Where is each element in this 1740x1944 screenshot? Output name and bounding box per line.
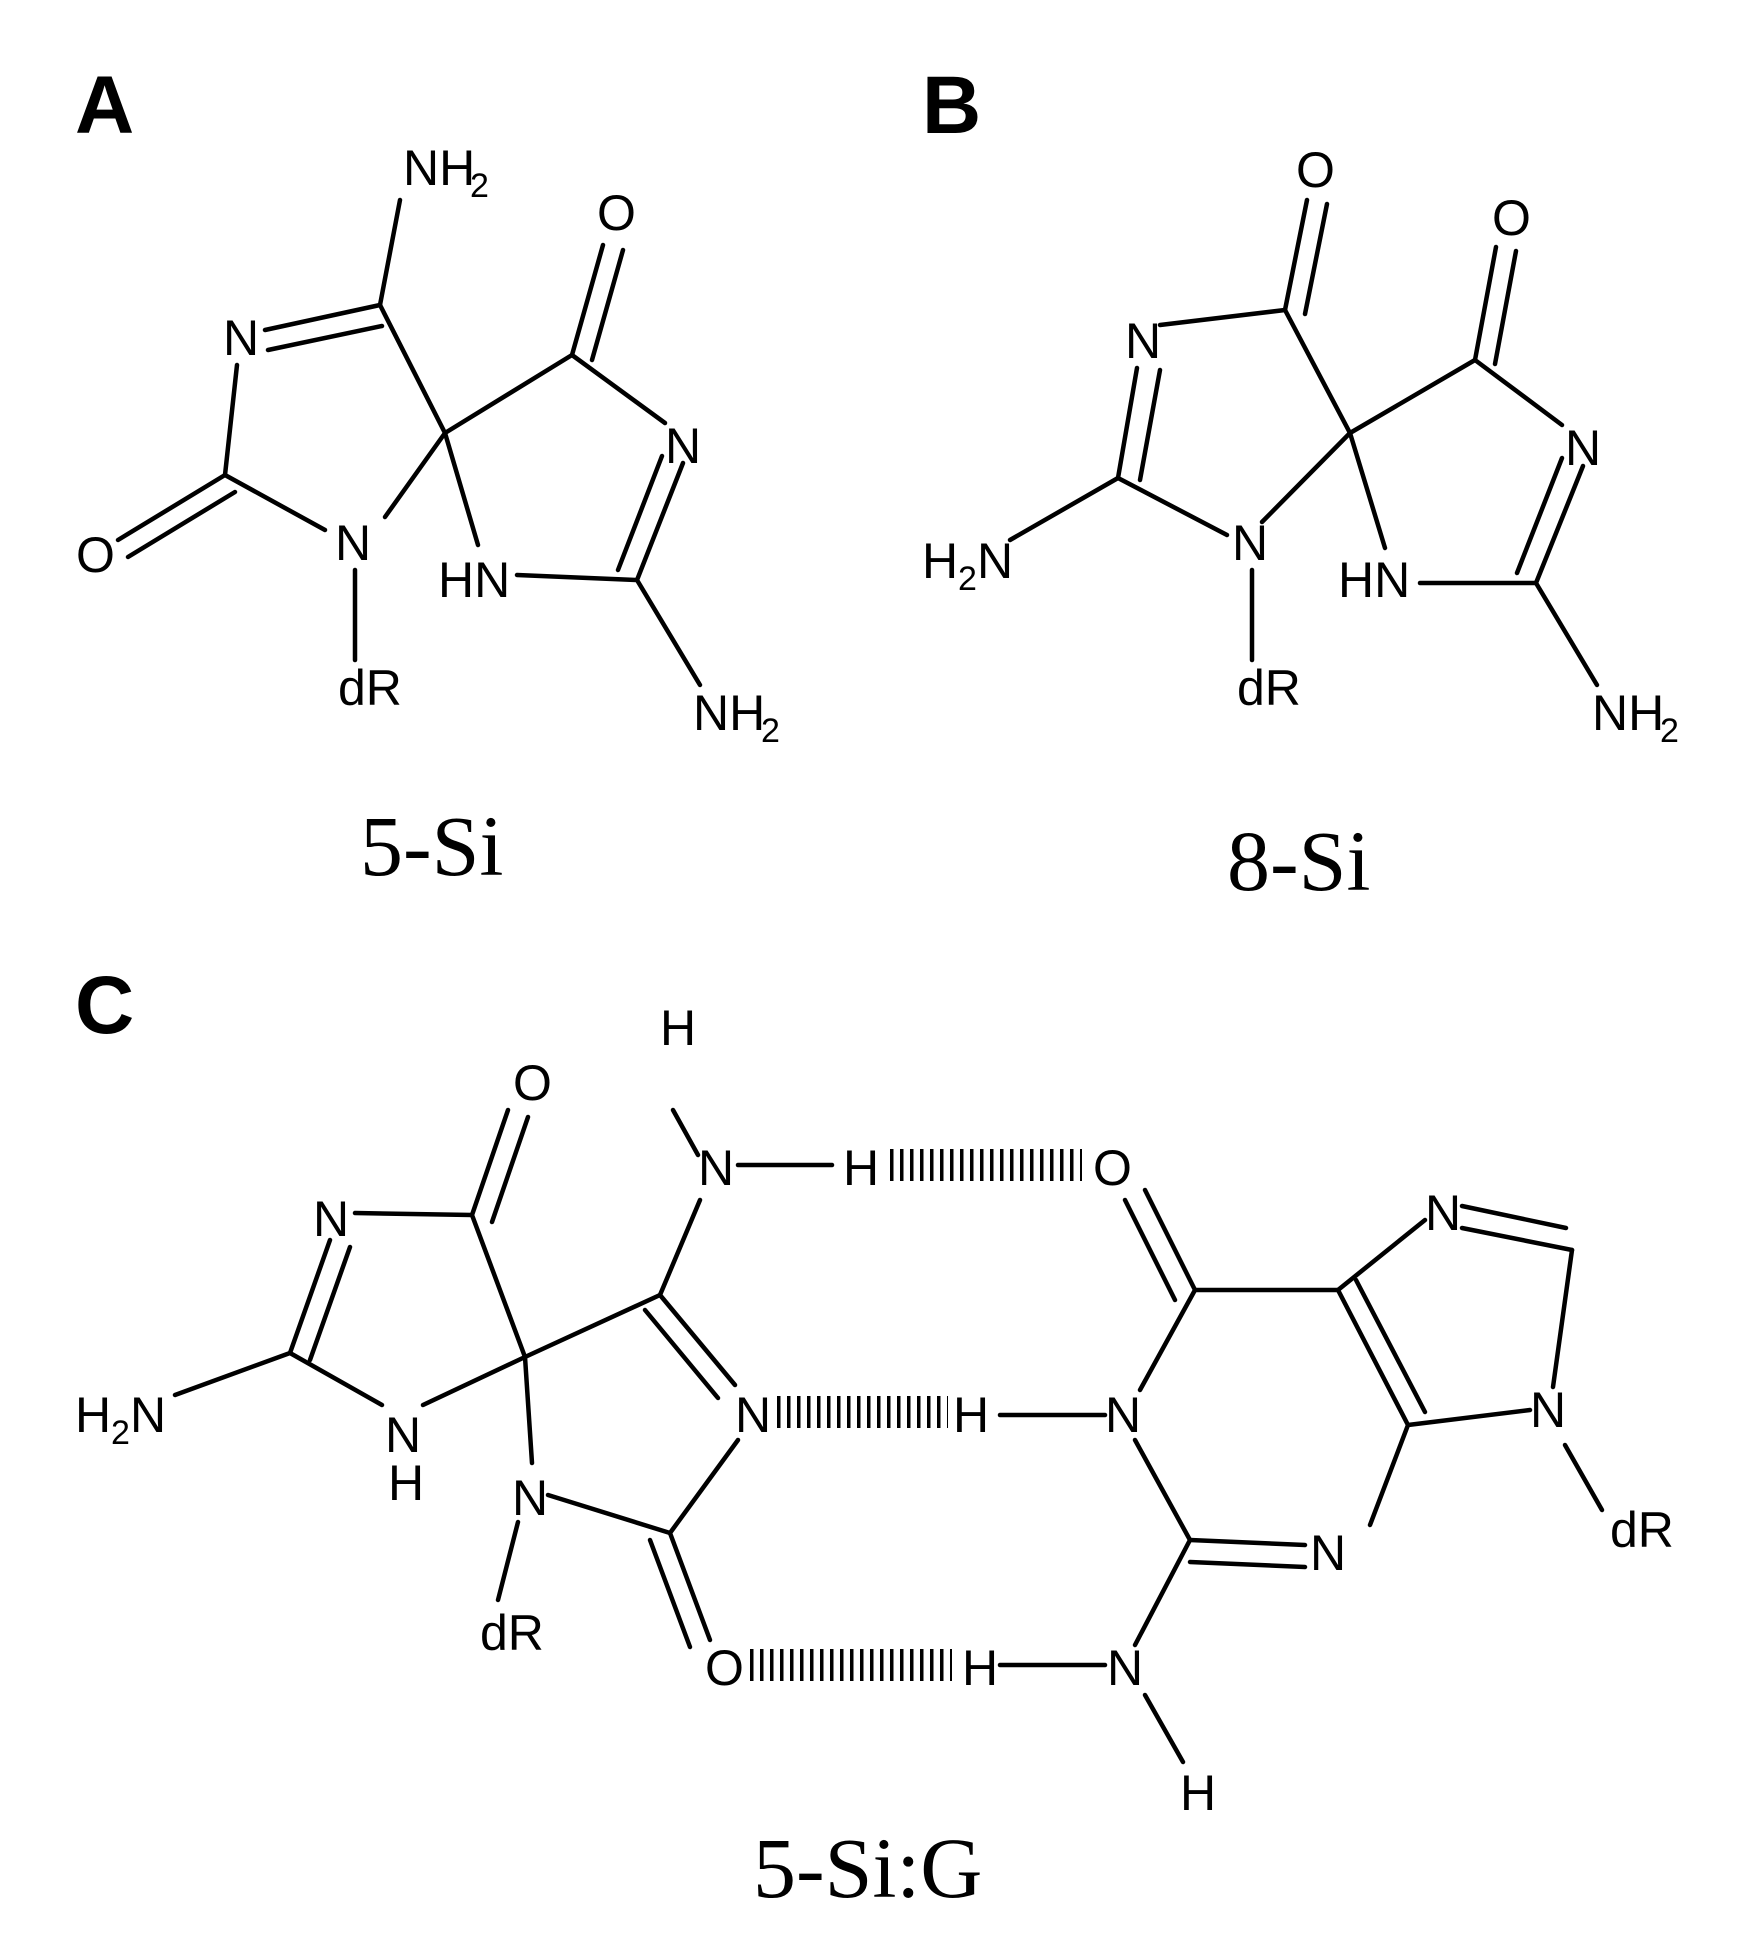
nitrogen-label: N (512, 1470, 548, 1526)
amine-left-label: N (977, 533, 1013, 589)
nitrogen-label: N (1310, 1525, 1346, 1581)
hydrogen-label: H (843, 1140, 879, 1196)
nitrogen-label: N (665, 418, 701, 474)
bonds-5-si (115, 197, 703, 688)
panel-label-a: A (75, 60, 134, 151)
oxygen-label: O (705, 1640, 744, 1696)
oxygen-label: O (513, 1055, 552, 1111)
panel-label-b: B (922, 60, 981, 151)
subscript-2: 2 (761, 712, 780, 750)
atom-labels-8-si: O O N N H 2 N N HN dR NH 2 (922, 142, 1679, 750)
nitrogen-label: N (1107, 1640, 1143, 1696)
caption-5-si-g: 5-Si:G (753, 1820, 982, 1916)
amine-left-label: H (75, 1387, 111, 1443)
nitrogen-label: N (1425, 1185, 1461, 1241)
oxygen-label: O (76, 527, 115, 583)
nitrogen-label: N (385, 1407, 421, 1463)
hydrogen-label: H (1180, 1765, 1216, 1821)
caption-5-si: 5-Si (360, 798, 503, 894)
subscript-2: 2 (958, 560, 977, 598)
nitrogen-label: N (313, 1191, 349, 1247)
structure-5-si-g-pair: C (75, 960, 1674, 1916)
amine-label: NH (1592, 685, 1664, 741)
nitrogen-label: N (1125, 313, 1161, 369)
atom-labels-5-si: NH 2 O N N O N HN dR NH 2 (76, 140, 780, 750)
bonds-8-si (1007, 197, 1600, 688)
nitrogen-label: N (223, 310, 259, 366)
deoxyribose-label: dR (338, 660, 402, 716)
oxygen-label: O (1492, 190, 1531, 246)
hydrogen-label: H (660, 1000, 696, 1056)
structure-5-si: A NH 2 O N N O (75, 60, 780, 894)
hydrogen-label: H (953, 1387, 989, 1443)
nitrogen-label: N (698, 1140, 734, 1196)
bonds-5-si-in-pair (172, 1107, 835, 1650)
nitrogen-label: N (335, 515, 371, 571)
nitrogen-label: N (735, 1387, 771, 1443)
amine-label: NH (403, 140, 475, 196)
nitrogen-label: N (1565, 420, 1601, 476)
oxygen-label: O (1093, 1140, 1132, 1196)
deoxyribose-label: dR (1610, 1502, 1674, 1558)
structure-8-si: B O O N N H 2 (922, 60, 1679, 909)
nitrogen-label: N (1530, 1382, 1566, 1438)
amine-left-label: H (922, 533, 958, 589)
nitrogen-label: N (1105, 1387, 1141, 1443)
deoxyribose-label: dR (1237, 660, 1301, 716)
hydrogen-bonds (750, 1149, 1082, 1681)
atom-labels-pair: H O N H O N N H 2 N N H N H N N dR N N d… (75, 1000, 1674, 1821)
nitrogen-label: N (1232, 515, 1268, 571)
oxygen-label: O (597, 185, 636, 241)
panel-label-c: C (75, 960, 134, 1051)
subscript-2: 2 (1660, 712, 1679, 750)
imino-nh-label: HN (438, 552, 510, 608)
subscript-2: 2 (470, 167, 489, 205)
amine-label: NH (693, 685, 765, 741)
oxygen-label: O (1296, 142, 1335, 198)
deoxyribose-label: dR (480, 1605, 544, 1661)
hydrogen-label: H (962, 1640, 998, 1696)
hydrogen-label: H (388, 1455, 424, 1511)
subscript-2: 2 (111, 1414, 130, 1452)
bonds-guanine (997, 1187, 1605, 1765)
amine-left-label: N (130, 1387, 166, 1443)
caption-8-si: 8-Si (1227, 813, 1370, 909)
imino-nh-label: HN (1338, 552, 1410, 608)
